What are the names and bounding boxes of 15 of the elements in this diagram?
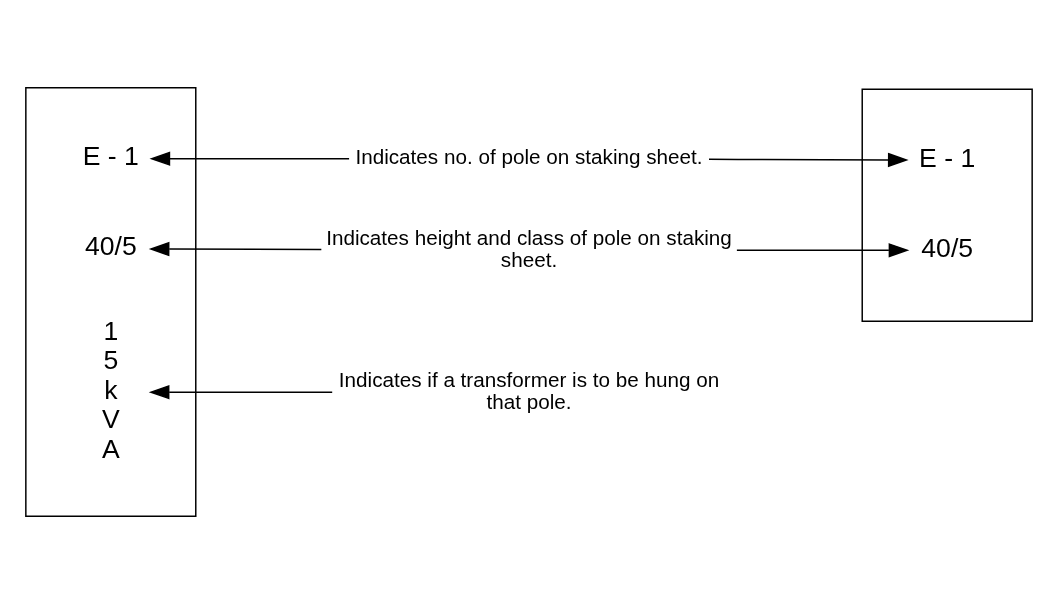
arrow	[148, 241, 323, 256]
node-text: E - 1	[82, 140, 139, 171]
node-text: Indicates height and class of pole on staking sheet.	[326, 225, 732, 271]
node-text: Indicates if a transformer is to be hung on that pole.	[338, 367, 720, 413]
arrow	[148, 384, 333, 399]
cluster	[25, 86, 197, 517]
arrow	[736, 242, 910, 258]
node-text: E - 1	[919, 142, 976, 173]
node-text: 40/5	[921, 232, 974, 263]
node-text: 1 5 k V A	[101, 315, 120, 464]
cluster	[861, 87, 1033, 322]
node-text: 40/5	[84, 230, 137, 261]
node-text: Indicates no. of pole on staking sheet.	[355, 144, 703, 168]
arrow	[708, 152, 909, 167]
arrow	[149, 150, 350, 166]
